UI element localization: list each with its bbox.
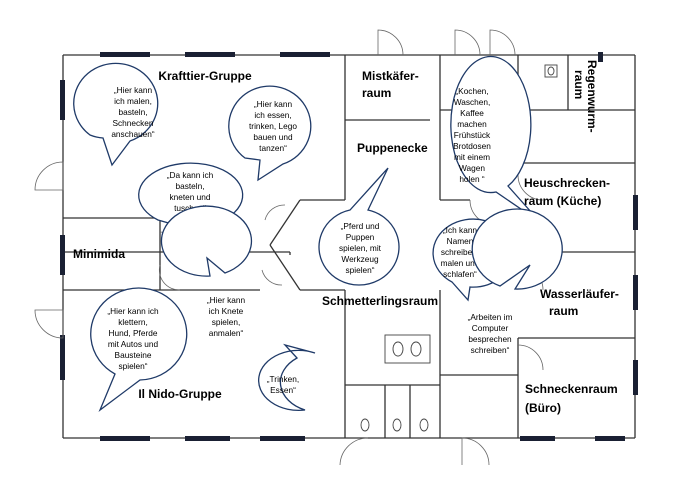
bubble-malen-line: ich malen, bbox=[114, 96, 152, 106]
room-label-minimida: Minimida bbox=[73, 247, 125, 261]
bubble-trinken-line: „Trinken, bbox=[267, 374, 299, 384]
bubble-kochen-line: mit einem bbox=[454, 152, 490, 162]
room-label-schmetterling: Schmetterlingsraum bbox=[322, 294, 438, 308]
bubble-trinken: „Trinken, Essen“ bbox=[258, 343, 316, 412]
bubble-malen-line: Schnecken bbox=[112, 118, 153, 128]
bubble-klettern-line: mit Autos und bbox=[108, 339, 159, 349]
bubble-puppen: „Pferd und Puppen spielen, mit Werkzeug … bbox=[318, 167, 400, 286]
bubble-kochen-line: holen “ bbox=[459, 174, 485, 184]
bubble-puppen-line: Werkzeug bbox=[341, 254, 379, 264]
sanitary-fixtures bbox=[360, 64, 558, 432]
bubble-namen-line: „Ich kann bbox=[443, 225, 478, 235]
bubble-basteln-line: basteln, bbox=[175, 181, 204, 191]
bubble-computer-line: besprechen bbox=[468, 334, 512, 344]
bubble-knete-line: „Hier kann bbox=[207, 295, 246, 305]
bubble-essen-line: „Hier kann bbox=[254, 99, 293, 109]
bubble-kochen: „Kochen, Waschen, Kaffee machen Frühstüc… bbox=[450, 55, 541, 223]
bubble-klettern-line: Bausteine bbox=[115, 350, 152, 360]
bubble-computer-line: Computer bbox=[472, 323, 509, 333]
bubble-basteln-line: kneten und bbox=[169, 192, 210, 202]
room-label-schnecken-1: Schneckenraum bbox=[525, 382, 618, 396]
room-label-mistkaefer-1: Mistkäfer- bbox=[362, 69, 419, 83]
bubble-puppen-line: „Pferd und bbox=[341, 221, 380, 231]
bubble-malen-line: „Hier kann bbox=[114, 85, 153, 95]
room-label-heuschrecken-2: raum (Küche) bbox=[524, 194, 601, 208]
bubble-namen-line: schreiben, bbox=[441, 247, 479, 257]
bubble-computer: „Arbeiten im Computer besprechen schreib… bbox=[468, 208, 563, 355]
bubble-kochen-line: Kaffee bbox=[460, 108, 484, 118]
room-label-schnecken-2: (Büro) bbox=[525, 401, 561, 415]
bubble-klettern-line: klettern, bbox=[118, 317, 148, 327]
bubble-trinken-line: Essen“ bbox=[270, 385, 296, 395]
room-label-krafttier: Krafttier-Gruppe bbox=[158, 69, 252, 83]
bubble-namen-line: schlafen“ bbox=[443, 269, 477, 279]
bubble-knete-line: spielen, bbox=[212, 317, 241, 327]
bubble-essen-line: tanzen“ bbox=[259, 143, 287, 153]
bubble-basteln-line: „Da kann ich bbox=[167, 170, 214, 180]
bubble-klettern-line: „Hier kann ich bbox=[107, 306, 159, 316]
bubble-knete-line: anmalen“ bbox=[209, 328, 244, 338]
room-label-regenwurm-1: Regenwurm- bbox=[585, 60, 599, 133]
bubble-kochen-line: „Kochen, bbox=[455, 86, 488, 96]
bubble-knete: „Hier kann ich Knete spielen, anmalen“ bbox=[160, 205, 253, 338]
bubble-essen-line: ich essen, bbox=[254, 110, 291, 120]
room-label-heuschrecken-1: Heuschrecken- bbox=[524, 176, 610, 190]
bubble-kochen-line: Wagen bbox=[459, 163, 485, 173]
bubble-klettern: „Hier kann ich klettern, Hund, Pferde mi… bbox=[90, 287, 188, 412]
bubble-essen: „Hier kann ich essen, trinken, Lego baue… bbox=[228, 85, 312, 182]
bubble-kochen-line: Brotdosen bbox=[453, 141, 491, 151]
bubble-kochen-line: Frühstück bbox=[454, 130, 491, 140]
room-label-regenwurm-2: raum bbox=[572, 70, 586, 99]
bubble-malen-line: anschauen“ bbox=[111, 129, 155, 139]
bubble-essen-line: bauen und bbox=[253, 132, 293, 142]
bubble-namen-line: Namen bbox=[447, 236, 474, 246]
room-label-wasserlaeufer-1: Wasserläufer- bbox=[540, 287, 619, 301]
room-label-mistkaefer-2: raum bbox=[362, 86, 391, 100]
bubble-puppen-line: Puppen bbox=[346, 232, 375, 242]
bubble-kochen-line: machen bbox=[457, 119, 487, 129]
bubble-klettern-line: spielen“ bbox=[118, 361, 147, 371]
bubble-puppen-line: spielen, mit bbox=[339, 243, 382, 253]
bubble-essen-line: trinken, Lego bbox=[249, 121, 297, 131]
bubble-kochen-line: Waschen, bbox=[454, 97, 491, 107]
bubble-klettern-line: Hund, Pferde bbox=[109, 328, 158, 338]
bubble-puppen-line: spielen“ bbox=[345, 265, 374, 275]
bubble-malen: „Hier kann ich malen, basteln, Schnecken… bbox=[73, 62, 159, 167]
room-label-wasserlaeufer-2: raum bbox=[549, 304, 578, 318]
bubble-computer-line: „Arbeiten im bbox=[468, 312, 513, 322]
bubble-malen-line: basteln, bbox=[118, 107, 147, 117]
room-label-puppenecke: Puppenecke bbox=[357, 141, 428, 155]
bubble-knete-line: ich Knete bbox=[209, 306, 244, 316]
room-labels: Krafttier-Gruppe Mistkäfer- raum Puppene… bbox=[73, 60, 619, 415]
room-label-nido: Il Nido-Gruppe bbox=[138, 387, 222, 401]
bubble-namen-line: malen und bbox=[441, 258, 480, 268]
bubble-computer-line: schreiben“ bbox=[471, 345, 510, 355]
windows bbox=[60, 52, 638, 441]
